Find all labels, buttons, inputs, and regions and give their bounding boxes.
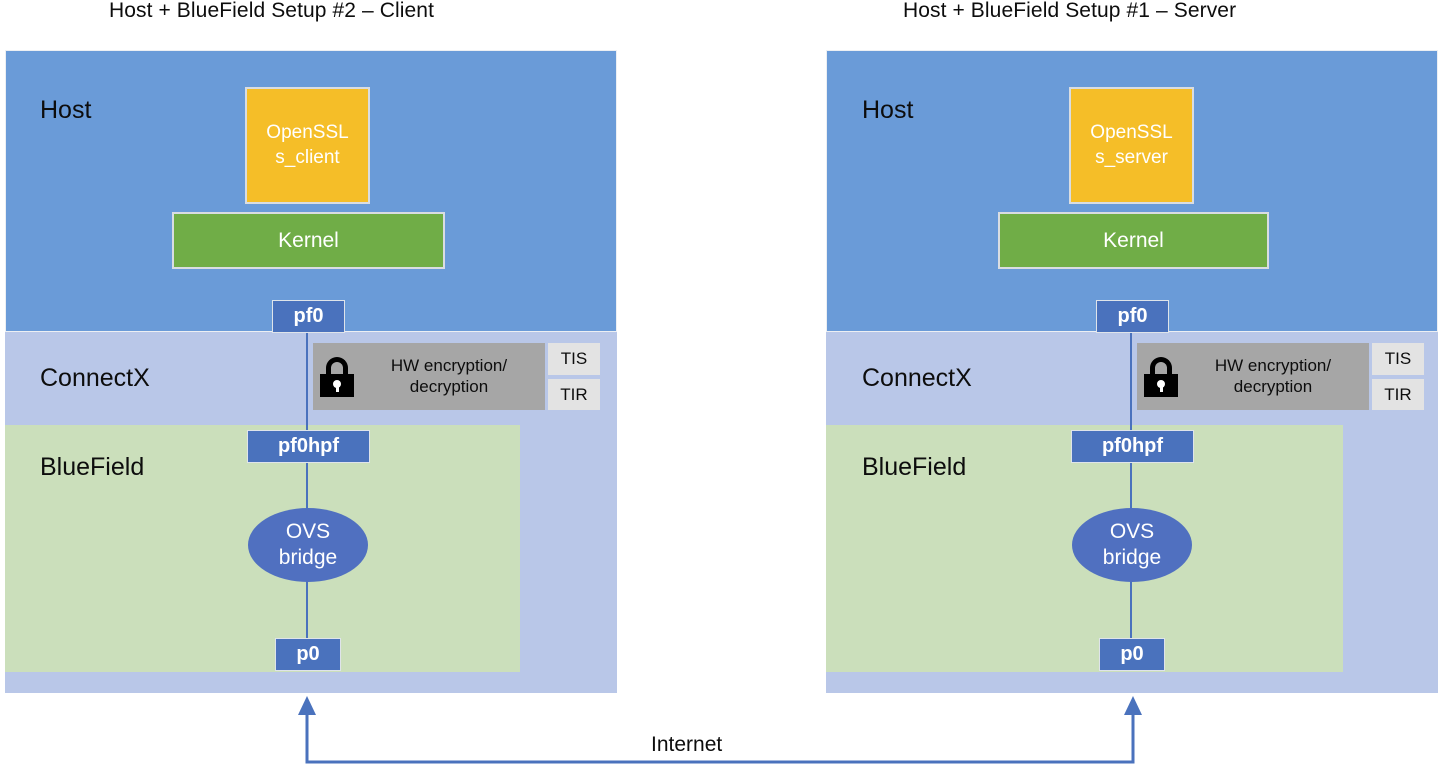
link-pf0-to-ovs-client bbox=[306, 316, 308, 516]
lock-icon bbox=[319, 356, 355, 397]
port-p0-server[interactable]: p0 bbox=[1099, 638, 1165, 671]
openssl-app-client[interactable]: OpenSSL s_client bbox=[245, 87, 370, 204]
kernel-block-client[interactable]: Kernel bbox=[172, 212, 445, 269]
bluefield-label-client: BlueField bbox=[40, 453, 145, 481]
ovs-bridge-line1: OVS bbox=[285, 520, 331, 544]
panel-title-server: Host + BlueField Setup #1 – Server bbox=[903, 0, 1237, 22]
connectx-label-client: ConnectX bbox=[40, 364, 150, 392]
arrow-up-icon-right bbox=[1124, 696, 1142, 715]
arrow-up-icon-left bbox=[298, 696, 316, 715]
port-pf0hpf-server[interactable]: pf0hpf bbox=[1071, 430, 1194, 463]
tis-block-client[interactable]: TIS bbox=[548, 343, 600, 375]
panel-title-client: Host + BlueField Setup #2 – Client bbox=[109, 0, 435, 22]
link-ovs-to-p0-client bbox=[306, 576, 308, 646]
lock-icon bbox=[1143, 356, 1179, 397]
hw-crypto-label-server: HW encryption/ decryption bbox=[1179, 356, 1369, 397]
ovs-bridge-client[interactable]: OVS bridge bbox=[248, 508, 368, 582]
ovs-bridge-line2: bridge bbox=[278, 546, 338, 569]
tir-block-server[interactable]: TIR bbox=[1372, 379, 1424, 410]
internet-label: Internet bbox=[651, 733, 723, 756]
kernel-block-server[interactable]: Kernel bbox=[998, 212, 1269, 269]
port-pf0hpf-client[interactable]: pf0hpf bbox=[247, 430, 370, 463]
hw-crypto-block-client[interactable]: HW encryption/ decryption bbox=[313, 343, 545, 410]
openssl-app-line1-server: OpenSSL bbox=[1090, 122, 1173, 144]
host-label-server: Host bbox=[862, 96, 914, 124]
openssl-app-line2: s_client bbox=[275, 146, 340, 168]
ovs-bridge-line1-server: OVS bbox=[1109, 520, 1155, 544]
openssl-app-server[interactable]: OpenSSL s_server bbox=[1069, 87, 1194, 204]
openssl-app-line2-server: s_server bbox=[1095, 146, 1168, 168]
host-label-client: Host bbox=[40, 96, 92, 124]
hw-crypto-line1-server: HW encryption/ bbox=[1214, 355, 1332, 375]
port-pf0-client[interactable]: pf0 bbox=[272, 300, 345, 333]
openssl-app-line1: OpenSSL bbox=[266, 122, 349, 144]
ovs-bridge-line2-server: bridge bbox=[1102, 546, 1162, 569]
link-pf0-to-ovs-server bbox=[1130, 316, 1132, 516]
tis-block-server[interactable]: TIS bbox=[1372, 343, 1424, 375]
hw-crypto-line1: HW encryption/ bbox=[390, 355, 508, 375]
hw-crypto-label-client: HW encryption/ decryption bbox=[355, 356, 545, 397]
hw-crypto-line2: decryption bbox=[409, 376, 489, 396]
hw-crypto-line2-server: decryption bbox=[1233, 376, 1313, 396]
tir-block-client[interactable]: TIR bbox=[548, 379, 600, 410]
port-pf0-server[interactable]: pf0 bbox=[1096, 300, 1169, 333]
connectx-label-server: ConnectX bbox=[862, 364, 972, 392]
ovs-bridge-server[interactable]: OVS bridge bbox=[1072, 508, 1192, 582]
hw-crypto-block-server[interactable]: HW encryption/ decryption bbox=[1137, 343, 1369, 410]
bluefield-label-server: BlueField bbox=[862, 453, 967, 481]
port-p0-client[interactable]: p0 bbox=[275, 638, 341, 671]
link-ovs-to-p0-server bbox=[1130, 576, 1132, 646]
internet-link bbox=[255, 692, 1185, 770]
